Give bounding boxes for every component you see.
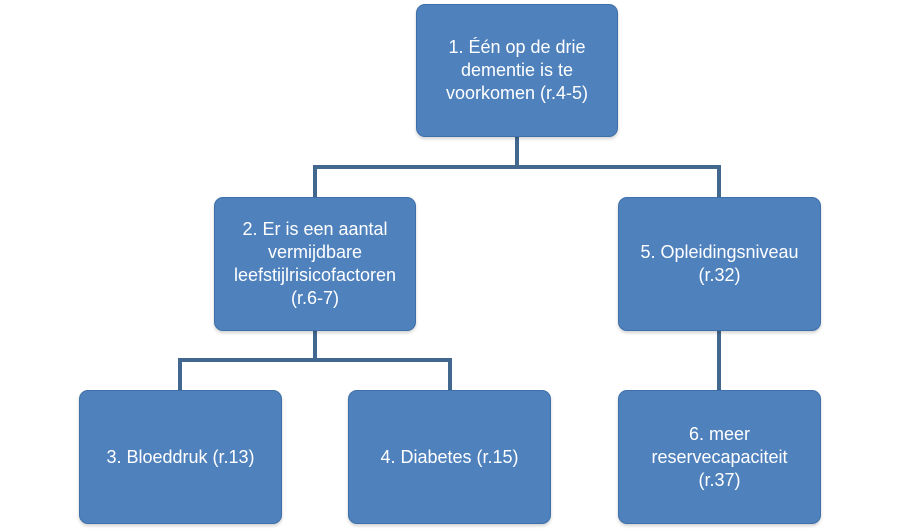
node-5-label: 5. Opleidingsniveau (r.32) (640, 242, 799, 285)
node-4-label: 4. Diabetes (r.15) (380, 446, 519, 467)
node-1-dementie-preventie: 1. Één op de drie dementie is te voorkom… (416, 4, 618, 137)
node-1-label: 1. Één op de drie dementie is te voorkom… (445, 37, 589, 103)
node-3-bloeddruk: 3. Bloeddruk (r.13) (79, 390, 282, 524)
node-2-leefstijlrisicofactoren: 2. Er is een aantal vermijdbare leefstij… (214, 197, 416, 331)
node-4-diabetes: 4. Diabetes (r.15) (348, 390, 551, 524)
node-3-label: 3. Bloeddruk (r.13) (106, 446, 255, 467)
node-6-label: 6. meer reservecapaciteit (r.37) (651, 423, 788, 490)
node-5-opleidingsniveau: 5. Opleidingsniveau (r.32) (618, 197, 821, 331)
node-6-reservecapaciteit: 6. meer reservecapaciteit (r.37) (618, 390, 821, 524)
node-2-label: 2. Er is een aantal vermijdbare leefstij… (233, 219, 397, 308)
